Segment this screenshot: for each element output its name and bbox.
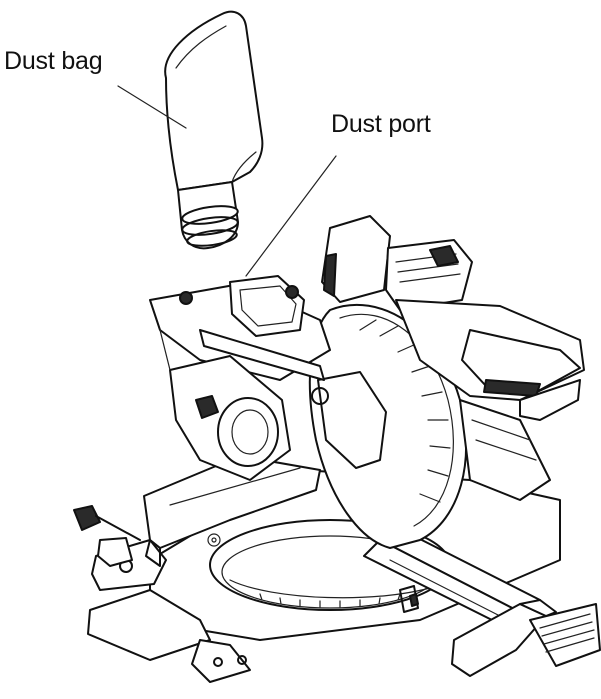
dust-bag xyxy=(164,10,264,250)
dust-port-label: Dust port xyxy=(331,110,431,138)
front-handle xyxy=(451,599,601,677)
dust-bag-label: Dust bag xyxy=(4,47,103,75)
dust-bag-leader xyxy=(117,85,187,129)
dust-port-leader xyxy=(245,155,337,277)
battery-packs xyxy=(321,215,473,311)
saw-arm xyxy=(149,275,331,481)
motor-housing xyxy=(395,299,585,501)
clamp-knob xyxy=(73,505,141,567)
